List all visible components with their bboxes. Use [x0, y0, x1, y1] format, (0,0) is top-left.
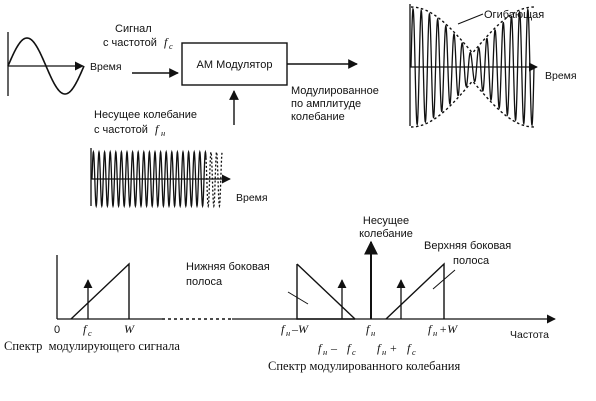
- carrier-peak-label-line2: колебание: [359, 228, 413, 240]
- signal-freq-symbol: f: [164, 35, 169, 49]
- am-modulator-label: АМ Модулятор: [197, 59, 273, 71]
- output-label-line3: колебание: [291, 111, 345, 123]
- frequency-axis-label: Частота: [510, 329, 549, 341]
- signal-freq-sub: c: [169, 41, 173, 51]
- svg-text:f: f: [318, 341, 323, 355]
- baseband-spectrum-triangle: [70, 262, 130, 320]
- carrier-peak-label-line1: Несущее: [363, 215, 409, 227]
- svg-text:f: f: [428, 322, 433, 336]
- signal-label-line2: с частотой: [103, 37, 157, 49]
- output-label-line1: Модулированное: [291, 85, 379, 97]
- lower-sideband-triangle: [296, 264, 355, 320]
- upper-sideband-triangle: [385, 262, 445, 320]
- svg-text:н: н: [382, 347, 386, 357]
- lower-sideband-hyp: [296, 263, 356, 320]
- am-modulated-wave: [410, 7, 535, 127]
- carrier-wave-plot: Время: [90, 148, 268, 209]
- caption-modulated-wave-spectrum: Спектр модулированного колебания: [268, 359, 460, 373]
- am-output-plot: Огибающая Время: [409, 4, 577, 128]
- upper-band-label-line1: Верхняя боковая: [424, 240, 511, 252]
- envelope-lower-curve: [410, 80, 535, 128]
- upper-band-pointer: [432, 269, 456, 290]
- svg-text:–: –: [328, 341, 340, 355]
- output-label: Модулированное по амплитуде колебание: [291, 85, 379, 123]
- lower-band-label-line1: Нижняя боковая: [186, 261, 270, 273]
- output-time-label: Время: [545, 70, 577, 82]
- tick-fn: f н: [366, 322, 375, 338]
- modulating-signal-plot: Время: [7, 32, 122, 96]
- tick-fn-plus-fc: f н + f c: [377, 341, 416, 357]
- svg-text:c: c: [88, 328, 92, 338]
- svg-text:f: f: [407, 341, 412, 355]
- carrier-sine-wave: [91, 149, 207, 209]
- carrier-label-line2: с частотой: [94, 124, 148, 136]
- svg-text:f: f: [366, 322, 371, 336]
- signal-label-line1: Сигнал: [115, 23, 152, 35]
- tick-fn-minus-fc: f н – f c: [318, 341, 356, 357]
- svg-text:н: н: [286, 328, 290, 338]
- carrier-freq-symbol: f: [155, 122, 160, 136]
- carrier-time-label: Время: [236, 192, 268, 204]
- svg-text:c: c: [352, 347, 356, 357]
- output-label-line2: по амплитуде: [291, 98, 361, 110]
- signal-time-label: Время: [90, 61, 122, 73]
- svg-text:f: f: [377, 341, 382, 355]
- svg-text:н: н: [323, 347, 327, 357]
- svg-text:+: +: [387, 341, 400, 355]
- svg-text:c: c: [412, 347, 416, 357]
- svg-text:f: f: [347, 341, 352, 355]
- tick-fc: f c: [83, 322, 92, 338]
- svg-text:f: f: [83, 322, 88, 336]
- carrier-label-line1: Несущее колебание: [94, 109, 197, 121]
- tick-fn-minus-w: f н –W: [281, 322, 309, 338]
- tick-fn-plus-w: f н +W: [428, 322, 458, 338]
- envelope-label: Огибающая: [484, 9, 544, 21]
- svg-text:+W: +W: [439, 322, 458, 336]
- tick-zero: 0: [54, 324, 60, 336]
- svg-text:н: н: [371, 328, 375, 338]
- carrier-freq-sub: н: [161, 128, 165, 138]
- caption-modulating-signal-spectrum: Спектр модулирующего сигнала: [4, 339, 180, 353]
- signal-label: Сигнал с частотой f c: [103, 23, 173, 51]
- lower-band-pointer: [287, 291, 309, 305]
- carrier-wave-continuation: [205, 149, 223, 209]
- envelope-upper-curve: [410, 6, 535, 54]
- tick-w: W: [124, 322, 135, 336]
- svg-text:f: f: [281, 322, 286, 336]
- svg-text:н: н: [433, 328, 437, 338]
- am-modulator-block: АМ Модулятор: [181, 42, 288, 86]
- upper-band-label-line2: полоса: [453, 255, 490, 267]
- spectrum-plot: Нижняя боковая полоса Верхняя боковая по…: [4, 215, 556, 373]
- lower-band-label-line2: полоса: [186, 276, 223, 288]
- svg-text:–W: –W: [291, 322, 309, 336]
- envelope-pointer: [457, 13, 484, 25]
- carrier-label: Несущее колебание с частотой f н: [94, 109, 197, 138]
- modulating-sine-wave: [7, 37, 85, 95]
